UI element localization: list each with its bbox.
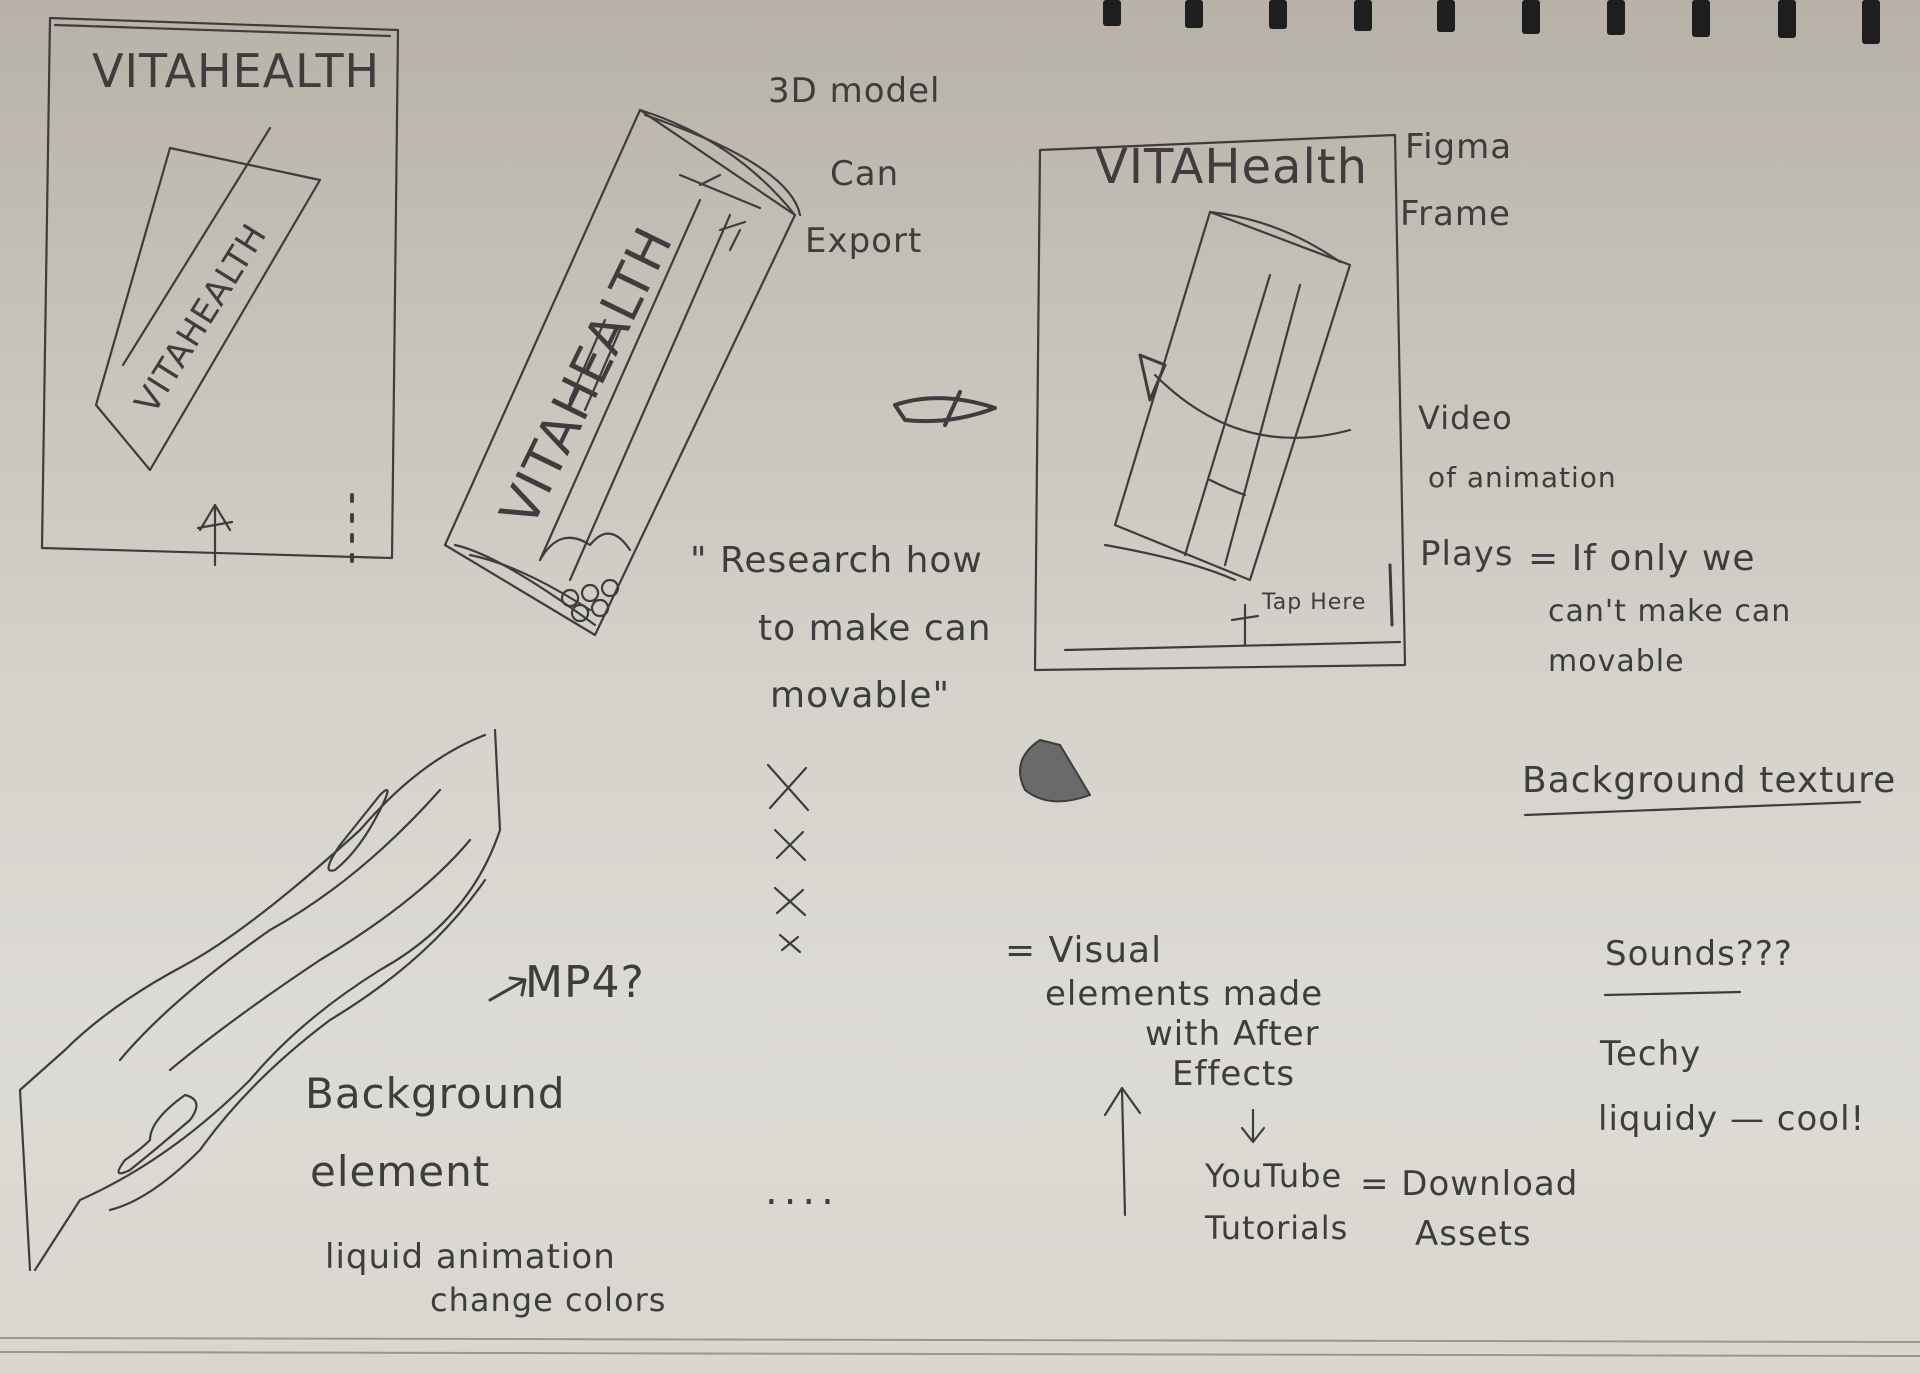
note-visual: = Visual [1005,930,1163,971]
note-change-colors: change colors [430,1281,667,1319]
sketch-1-title: VITAHEALTH [92,44,381,98]
note-cant-make-can: can't make can [1548,594,1792,629]
note-figma: Figma [1405,127,1513,167]
note-export: Export [805,221,923,261]
note-elements-made: elements made [1045,974,1324,1014]
note-youtube: YouTube [1205,1157,1343,1195]
note-to-make-can: to make can [758,608,992,649]
sketch-3-title: VITAHealth [1095,139,1369,195]
note-movable-quote: movable" [770,675,951,716]
note-element: element [310,1147,491,1196]
note-research: " Research how [690,540,983,581]
note-background: Background [305,1069,566,1118]
note-liquidy-cool: liquidy — cool! [1598,1099,1866,1139]
note-assets: Assets [1415,1214,1532,1254]
note-of-animation: of animation [1428,461,1617,494]
note-video: Video [1418,399,1513,437]
down-arrow-icon [1240,1108,1266,1144]
phone-frame-sketch-1 [40,16,400,567]
note-movable: movable [1548,644,1685,679]
cross-marks [766,763,810,954]
note-3d-model: 3D model [768,71,941,111]
up-arrow-icon [1103,1086,1142,1217]
note-mp4: MP4? [525,957,645,1008]
note-dots: .... [765,1168,840,1214]
note-sounds: Sounds??? [1605,934,1793,974]
pie-slice-icon [1019,739,1091,803]
figma-frame-sketch-3 [1033,133,1407,672]
note-effects: Effects [1172,1054,1296,1094]
can-sketch-2 [443,108,802,637]
note-techy: Techy [1600,1034,1702,1074]
background-wave-sketch [18,728,527,1272]
note-background-texture: Background texture [1522,760,1897,801]
spiral-binding [1103,0,1880,44]
note-plays: Plays [1420,534,1514,574]
note-tutorials: Tutorials [1205,1209,1349,1247]
note-liquid-animation: liquid animation [325,1237,616,1277]
note-download: = Download [1360,1164,1579,1204]
underline [1523,800,1862,817]
note-with-after: with After [1145,1014,1320,1054]
note-frame: Frame [1400,194,1511,234]
note-can: Can [830,154,900,194]
underline [1603,990,1742,997]
note-if-only: = If only we [1528,538,1756,579]
tap-here-label: Tap Here [1262,590,1367,615]
arrow-icon [893,390,997,427]
